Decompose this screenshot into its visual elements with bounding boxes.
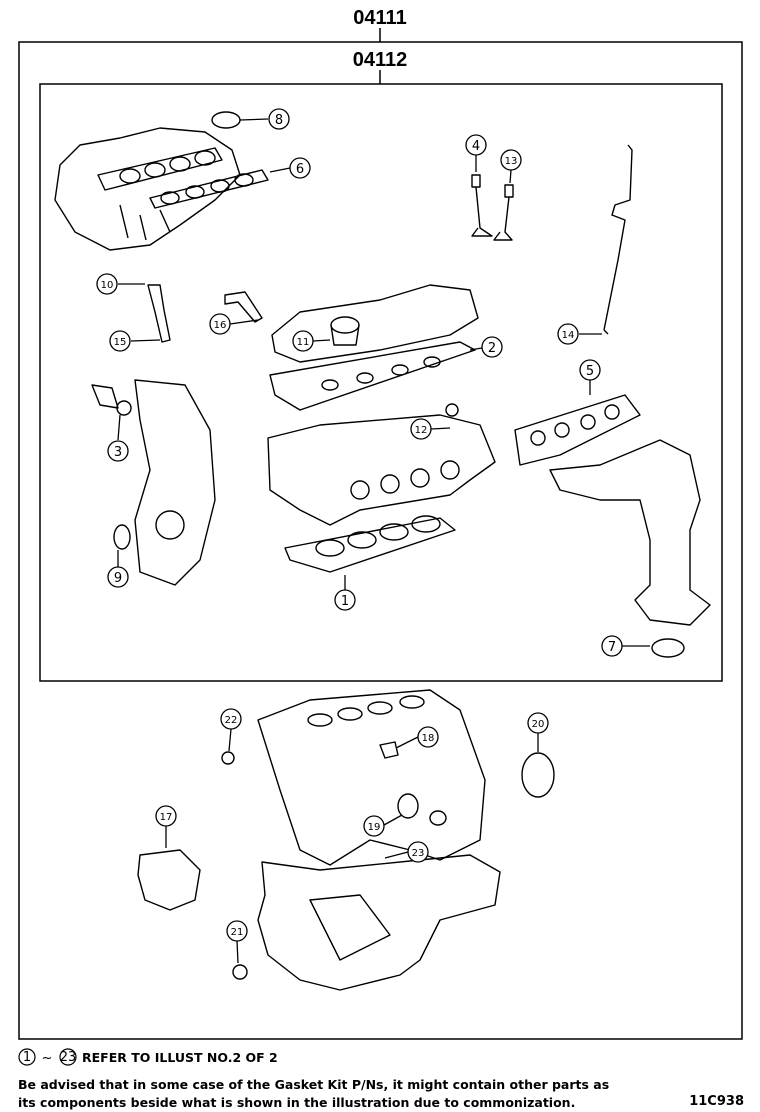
throttle-gasket-drawing (211, 111, 241, 129)
callout-14: 14 (562, 330, 575, 341)
exhaust-gasket-drawing (514, 394, 641, 466)
outer-frame (18, 41, 743, 1040)
callout-13: 13 (505, 156, 518, 167)
callout-1: 1 (341, 594, 349, 609)
callout-22: 22 (225, 715, 238, 726)
exhaust-ring-drawing (651, 638, 685, 658)
inner-frame (39, 83, 723, 682)
callout-23: 23 (412, 848, 425, 859)
note-line-1: Be advised that in some case of the Gask… (18, 1077, 610, 1092)
illustration-code: 11C938 (689, 1094, 744, 1109)
callout-18: 18 (422, 733, 435, 744)
callout-labels: 1 2 3 4 5 6 7 8 9 10 11 12 13 14 15 16 1… (101, 113, 617, 938)
commonization-note: Be advised that in some case of the Gask… (18, 1076, 618, 1112)
callout-15: 15 (114, 337, 127, 348)
callout-2: 2 (488, 341, 496, 356)
reference-text: REFER TO ILLUST NO.2 OF 2 (82, 1050, 278, 1065)
valves-drawing (471, 174, 514, 241)
timing-cover-drawing (91, 379, 216, 586)
cylinder-head-cover-drawing (271, 284, 479, 363)
callout-8: 8 (275, 113, 283, 128)
dipstick-drawing (603, 144, 633, 335)
callout-17: 17 (160, 812, 173, 823)
cylinder-block-drawing (257, 689, 486, 866)
reference-end-number: 23 (60, 1050, 77, 1065)
sensor-drawing (224, 291, 263, 323)
plug-drawing (221, 751, 235, 765)
cylinder-head-drawing (267, 403, 496, 526)
reference-marks (18, 1048, 77, 1066)
inner-part-number: 04112 (353, 49, 408, 71)
callout-4: 4 (472, 139, 480, 154)
callout-6: 6 (296, 162, 304, 177)
reference-start-number: 1 (23, 1050, 31, 1065)
rear-oil-seal-drawing (521, 752, 555, 798)
outer-part-number: 04111 (353, 7, 406, 29)
callouts (96, 108, 650, 964)
injector-drawing (147, 284, 171, 343)
callout-21: 21 (231, 927, 244, 938)
callout-16: 16 (214, 320, 227, 331)
reference-tilde: ~ (42, 1051, 53, 1066)
note-line-2: its components beside what is shown in t… (18, 1095, 576, 1110)
callout-19: 19 (368, 822, 381, 833)
callout-20: 20 (532, 719, 545, 730)
callout-11: 11 (297, 337, 310, 348)
water-pump-drawing (137, 849, 201, 911)
intake-gasket-drawing (149, 169, 269, 209)
callout-10: 10 (101, 280, 114, 291)
exhaust-manifold-drawing (549, 439, 711, 626)
callout-3: 3 (114, 445, 122, 460)
head-cover-gasket-drawing (269, 341, 476, 411)
callout-7: 7 (608, 640, 616, 655)
head-gasket-drawing (284, 515, 456, 573)
drain-plug-drawing (232, 964, 248, 980)
callout-12: 12 (415, 425, 428, 436)
callout-9: 9 (114, 571, 122, 586)
oil-pan-drawing (257, 854, 501, 991)
oil-seal-drawing (113, 524, 131, 550)
callout-5: 5 (586, 364, 594, 379)
intake-manifold-drawing (54, 127, 241, 251)
